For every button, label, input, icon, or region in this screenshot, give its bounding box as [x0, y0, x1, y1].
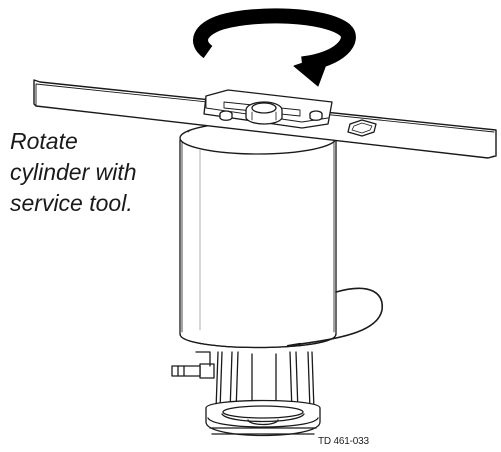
service-cable — [286, 287, 383, 348]
cylinder-base-assembly — [171, 351, 321, 437]
instruction-line-3: service tool. — [10, 190, 133, 216]
clockwise-rotation-arrow-icon — [193, 8, 356, 87]
service-tool — [33, 79, 497, 159]
instruction-line-2: cylinder with — [10, 159, 137, 185]
center-nut — [245, 101, 283, 125]
hex-hole — [347, 119, 377, 137]
side-fitting — [171, 351, 215, 379]
instruction-text: Rotate cylinder with service tool. — [10, 126, 200, 219]
instruction-line-1: Rotate — [10, 128, 78, 154]
figure-id: TD 461-033 — [318, 436, 369, 447]
locating-pins — [219, 110, 323, 121]
cylinder-body — [179, 139, 337, 349]
